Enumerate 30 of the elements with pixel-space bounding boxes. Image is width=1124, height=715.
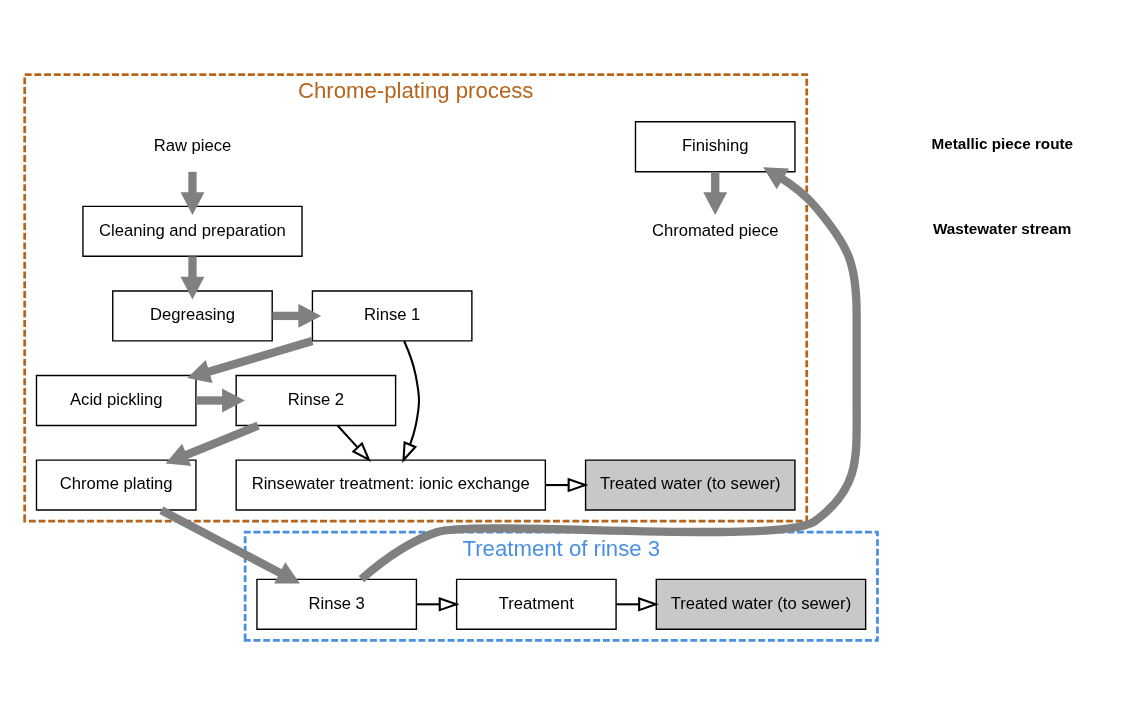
- arrow: [196, 388, 245, 413]
- node-box: Chrome plating: [35, 459, 197, 511]
- legend-label: Wastewater stream: [932, 219, 1072, 237]
- node-text: Chromated piece: [651, 220, 779, 240]
- arrow: [402, 340, 420, 463]
- arrow: [416, 597, 460, 612]
- node-box: Degreasing: [112, 290, 273, 342]
- arrow: [180, 256, 205, 300]
- arrow: [272, 303, 322, 328]
- node-box: Treated water (to sewer): [584, 459, 796, 511]
- arrow: [545, 477, 589, 493]
- node-box: Acid pickling: [35, 374, 197, 427]
- arrow: [180, 171, 205, 215]
- node-box: Rinse 2: [235, 374, 397, 427]
- arrow: [358, 167, 861, 583]
- arrow: [159, 506, 300, 584]
- node-box: Treated water (to sewer): [655, 578, 867, 630]
- arrow: [187, 336, 314, 384]
- arrow: [336, 424, 371, 463]
- arrow: [703, 171, 728, 215]
- node-box: Cleaning and preparation: [82, 205, 303, 257]
- node-box: Rinse 3: [256, 578, 418, 630]
- node-box: Rinse 1: [311, 290, 473, 342]
- node-text: Raw piece: [153, 136, 232, 156]
- node-box: Rinsewater treatment: ionic exchange: [235, 459, 547, 511]
- node-box: Treatment: [455, 578, 617, 630]
- arrow: [165, 421, 260, 466]
- arrow: [616, 597, 659, 612]
- node-box: Finishing: [634, 121, 796, 173]
- legend-label: Metallic piece route: [931, 135, 1074, 153]
